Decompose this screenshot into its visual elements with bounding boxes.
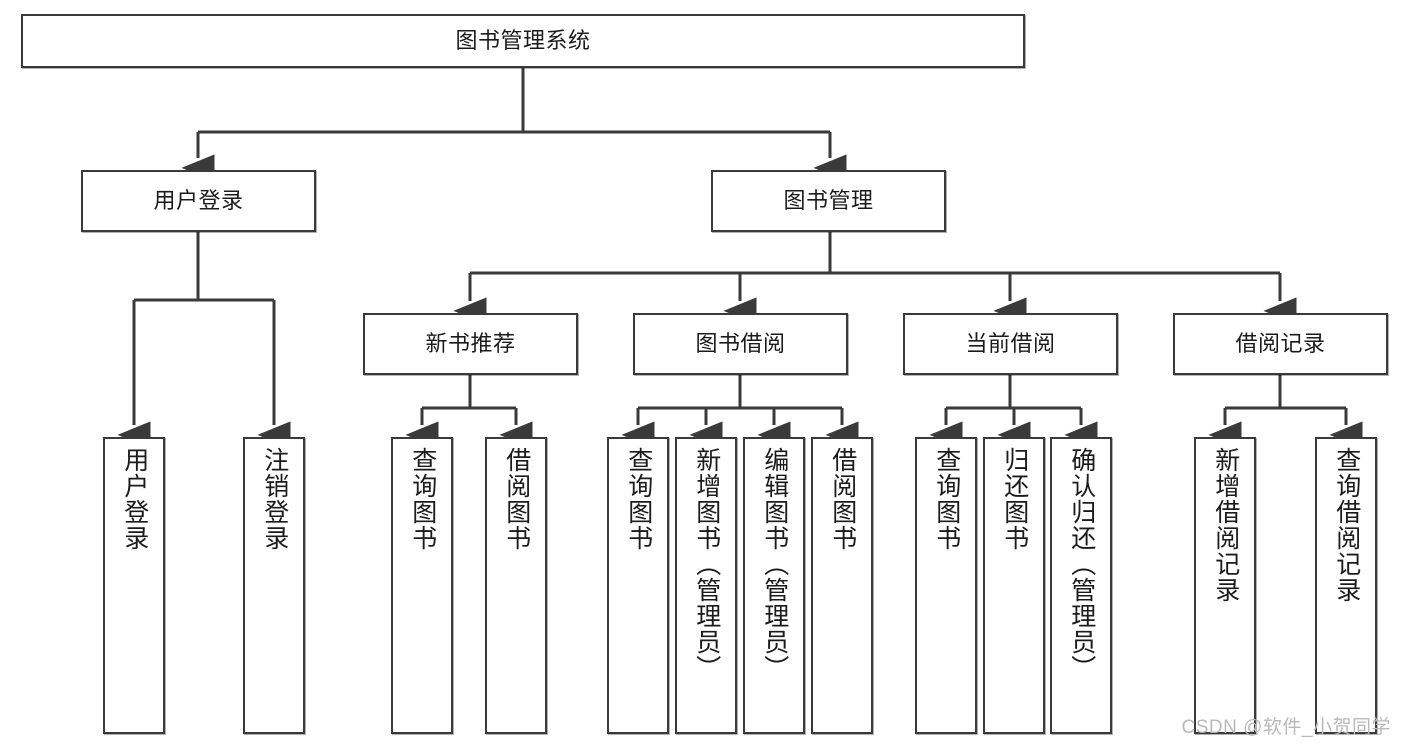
node-label: 归还图书	[1000, 447, 1029, 551]
node-label: 新书推荐	[425, 331, 516, 357]
node-label: 借阅图书	[502, 447, 531, 551]
node-label: 查询图书	[932, 447, 961, 551]
leaf-query-book-recommend[interactable]: 查询图书	[391, 437, 453, 734]
node-user-login[interactable]: 用户登录	[81, 170, 316, 232]
node-label: 新增图书（管理员）	[692, 447, 721, 681]
node-label: 查询借阅记录	[1332, 447, 1361, 603]
node-label: 图书管理	[783, 188, 874, 214]
leaf-edit-book-admin[interactable]: 编辑图书（管理员）	[743, 437, 805, 734]
node-label: 注销登录	[260, 447, 289, 551]
leaf-add-book-admin[interactable]: 新增图书（管理员）	[675, 437, 737, 734]
watermark: CSDN @软件_小贺同学	[1181, 717, 1391, 738]
leaf-logout[interactable]: 注销登录	[243, 437, 305, 734]
node-current-borrow[interactable]: 当前借阅	[903, 313, 1118, 375]
node-label: 确认归还（管理员）	[1067, 447, 1096, 681]
node-label: 编辑图书（管理员）	[760, 447, 789, 681]
node-label: 新增借阅记录	[1211, 447, 1240, 603]
node-label: 用户登录	[120, 447, 149, 551]
leaf-add-borrow-record[interactable]: 新增借阅记录	[1194, 437, 1256, 734]
leaf-query-borrow-record[interactable]: 查询借阅记录	[1315, 437, 1377, 734]
leaf-query-book-borrow[interactable]: 查询图书	[607, 437, 669, 734]
leaf-query-book-current[interactable]: 查询图书	[915, 437, 977, 734]
node-label: 图书借阅	[695, 331, 786, 357]
node-label: 用户登录	[153, 188, 244, 214]
leaf-confirm-return-admin[interactable]: 确认归还（管理员）	[1050, 437, 1112, 734]
node-label: 查询图书	[408, 447, 437, 551]
node-label: 借阅图书	[828, 447, 857, 551]
node-label: 查询图书	[624, 447, 653, 551]
node-label: 当前借阅	[965, 331, 1056, 357]
node-borrow-record[interactable]: 借阅记录	[1173, 313, 1388, 375]
node-new-book-recommend[interactable]: 新书推荐	[363, 313, 578, 375]
node-book-management[interactable]: 图书管理	[711, 170, 946, 232]
node-root-system[interactable]: 图书管理系统	[21, 14, 1025, 68]
leaf-return-book[interactable]: 归还图书	[983, 437, 1045, 734]
node-label: 借阅记录	[1235, 331, 1326, 357]
leaf-borrow-book-recommend[interactable]: 借阅图书	[485, 437, 547, 734]
leaf-borrow-book[interactable]: 借阅图书	[811, 437, 873, 734]
node-book-borrow[interactable]: 图书借阅	[633, 313, 848, 375]
node-label: 图书管理系统	[455, 28, 591, 54]
leaf-user-login[interactable]: 用户登录	[103, 437, 165, 734]
